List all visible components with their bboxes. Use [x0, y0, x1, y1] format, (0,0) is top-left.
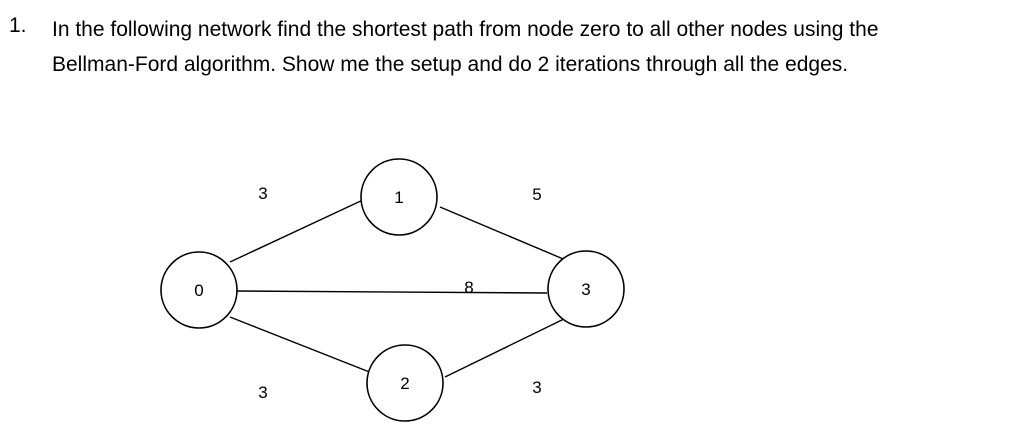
node-2-label: 2	[400, 374, 409, 393]
node-2-circle	[366, 344, 444, 422]
edge-0-2	[229, 316, 373, 374]
node-3: 3	[547, 250, 625, 328]
question-line-2: Bellman-Ford algorithm. Show me the setu…	[52, 53, 849, 76]
question-text: In the following network find the shorte…	[52, 12, 1017, 82]
node-0-circle	[160, 251, 238, 329]
node-1-circle	[360, 158, 438, 236]
node-2: 2	[366, 344, 444, 422]
question-number: 1.	[9, 14, 27, 37]
node-3-label: 3	[581, 280, 590, 299]
edge-0-3	[235, 290, 548, 294]
node-0-label: 0	[194, 281, 203, 300]
node-1-label: 1	[394, 188, 403, 207]
edge-weight-2-3: 3	[532, 378, 541, 397]
edge-weight-1-3: 5	[532, 185, 541, 204]
node-1: 1	[360, 158, 438, 236]
edge-weight-0-1: 3	[258, 184, 267, 203]
question-line-1: In the following network find the shorte…	[52, 18, 879, 41]
edge-0-1	[229, 198, 366, 263]
edge-2-3	[444, 317, 567, 378]
edge-1-3	[439, 206, 569, 262]
node-0: 0	[160, 251, 238, 329]
edge-weight-0-3: 8	[464, 278, 473, 297]
edge-weight-0-2: 3	[258, 383, 267, 402]
node-3-circle	[547, 250, 625, 328]
